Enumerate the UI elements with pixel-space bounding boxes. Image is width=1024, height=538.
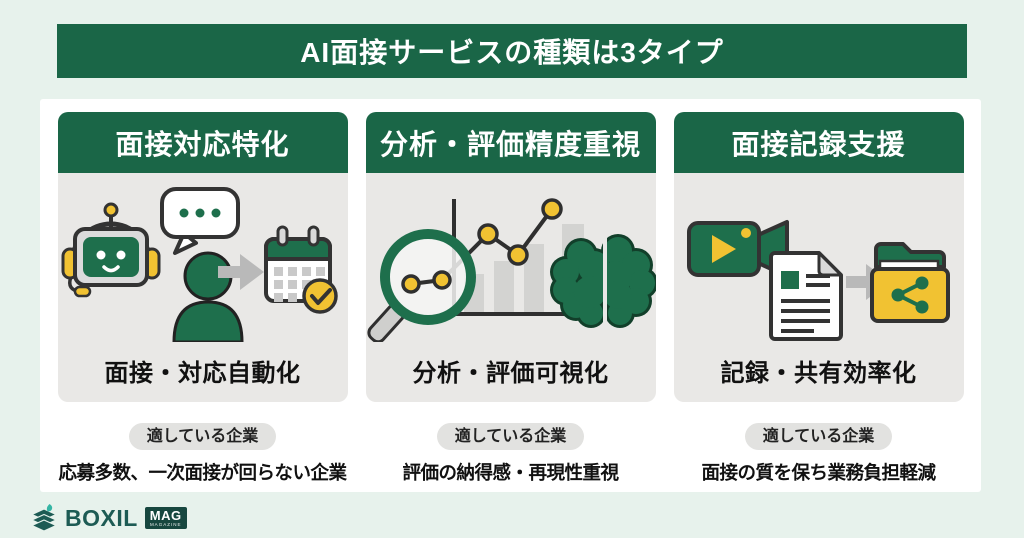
column-header: 分析・評価精度重視	[365, 112, 656, 173]
flame-icon	[46, 504, 53, 512]
logo-magazine-text: MAGAZINE	[149, 522, 182, 528]
column-header: 面接記録支援	[673, 112, 964, 173]
logo-mag-text: MAG	[149, 508, 182, 524]
suitable-company-description: 面接の質を保ち業務負担軽減	[701, 462, 936, 484]
person-icon	[171, 251, 244, 342]
arrow-right-icon	[845, 264, 890, 300]
document-icon	[768, 251, 843, 341]
analysis-illustration	[366, 198, 656, 342]
main-title-banner: AI面接サービスの種類は3タイプ	[57, 24, 967, 78]
column-record-support: 面接記録支援	[673, 112, 964, 492]
brain-icon	[549, 234, 656, 329]
suitable-company-badge: 適している企業	[128, 423, 277, 451]
suitable-company-badge: 適している企業	[436, 423, 585, 451]
column-panel: 面接・対応自動化	[57, 173, 348, 402]
share-icon	[891, 276, 928, 314]
column-panel: 分析・評価可視化	[365, 173, 656, 402]
arrow-right-icon	[217, 254, 264, 290]
video-camera-icon	[686, 220, 789, 278]
column-function-label: 面接・対応自動化	[104, 360, 301, 387]
record-support-illustration	[686, 220, 950, 341]
suitable-company-description: 応募多数、一次面接が回らない企業	[58, 462, 347, 484]
logo-mag-box: MAG MAGAZINE	[144, 507, 187, 529]
interview-automation-illustration	[61, 187, 338, 342]
column-interview-automation: 面接対応特化	[57, 112, 348, 492]
robot-icon	[61, 202, 160, 298]
logo-brand-text: BOXIL	[65, 504, 138, 531]
speech-bubble-icon	[159, 187, 240, 255]
column-analysis-evaluation: 分析・評価精度重視	[365, 112, 656, 492]
suitable-company-description: 評価の納得感・再現性重視	[402, 462, 619, 484]
suitable-company-badge: 適している企業	[744, 423, 893, 451]
column-panel: 記録・共有効率化	[673, 173, 964, 402]
magnifier-icon	[366, 229, 476, 342]
boxil-stack-icon	[30, 504, 58, 532]
column-function-label: 記録・共有効率化	[720, 360, 917, 387]
calendar-check-icon	[263, 225, 338, 314]
column-header: 面接対応特化	[57, 112, 348, 173]
boxil-mag-logo: BOXIL MAG MAGAZINE	[30, 502, 187, 534]
line-chart-icon	[410, 198, 563, 286]
column-function-label: 分析・評価可視化	[412, 360, 609, 387]
content-card: 面接対応特化	[40, 99, 981, 492]
share-folder-icon	[869, 242, 950, 323]
page-title: AI面接サービスの種類は3タイプ	[300, 37, 724, 68]
